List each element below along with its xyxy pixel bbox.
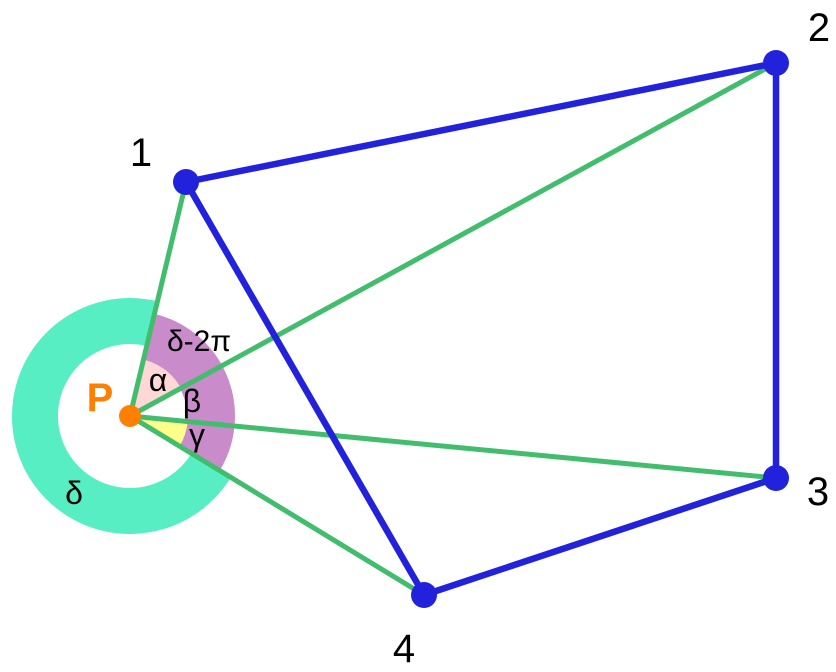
label-angle-delta-excess: δ-2π [167,325,231,358]
label-angle-alpha: α [149,362,168,398]
spoke-p-1 [127,179,189,419]
label-vertex-1: 1 [130,131,152,175]
label-vertex-4: 4 [393,627,415,671]
label-vertex-2: 2 [808,6,830,50]
label-angle-beta: β [183,383,201,419]
excess-angle-sector-delta-2pi [142,313,235,471]
vertex-dot-4 [411,582,437,608]
label-angle-gamma: γ [189,417,205,453]
edge-4-1 [182,178,428,599]
vertex-dot-2 [763,50,789,76]
point-p-dot [119,405,141,427]
label-vertex-3: 3 [807,470,829,514]
total-angle-annulus-delta [12,298,231,534]
edge-1-2 [182,59,780,186]
spoke-p-2 [127,60,779,419]
vertex-dot-1 [173,169,199,195]
label-point-p: P [87,376,114,420]
vertex-dot-3 [763,465,789,491]
angle-wedge-alpha [130,359,181,416]
edge-3-4 [420,474,780,599]
label-angle-delta: δ [65,475,83,511]
spoke-p-3 [127,413,779,481]
spoke-p-4 [127,413,427,598]
